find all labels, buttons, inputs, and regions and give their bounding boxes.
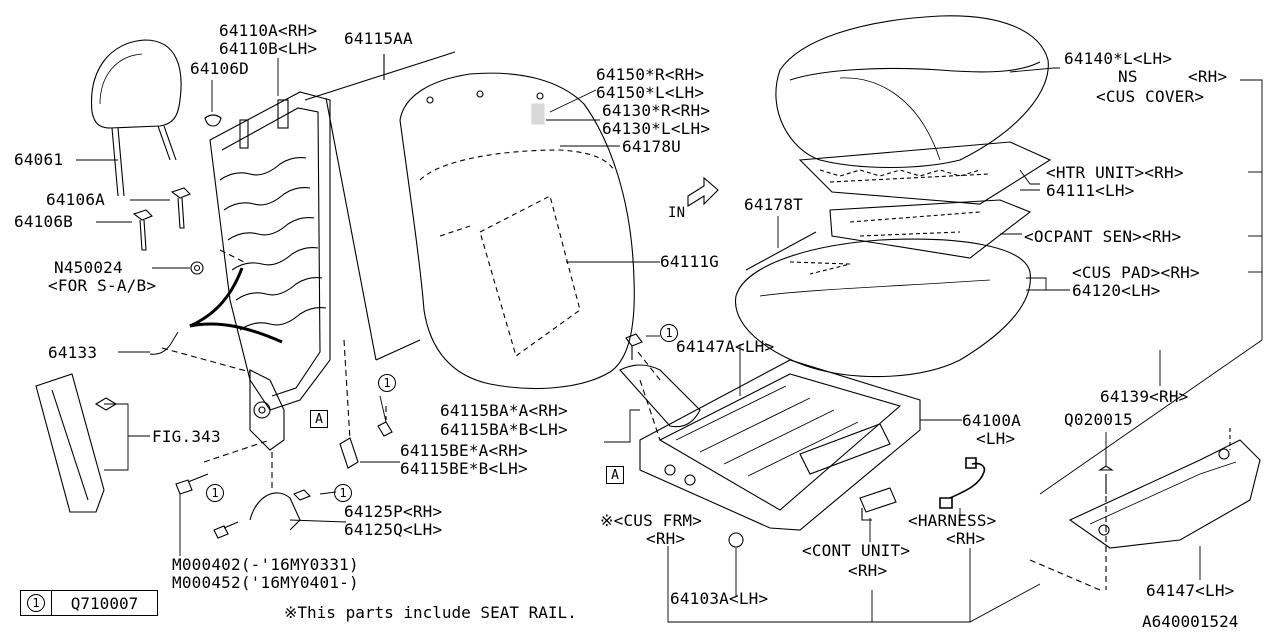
label-m000452: M000452('16MY0401-)	[172, 573, 359, 592]
side-shield-drawing	[1068, 439, 1261, 549]
wire-drawing	[149, 331, 179, 355]
bracket-64115be-drawing	[339, 437, 359, 469]
label-64140l: 64140*L<LH>	[1064, 49, 1173, 68]
in-arrow-shape	[687, 176, 719, 207]
label-64120: 64120<LH>	[1072, 281, 1161, 300]
guide-clip-drawing	[170, 187, 191, 229]
label-fig343: FIG.343	[152, 427, 221, 446]
label-64061: 64061	[14, 150, 64, 169]
label-ns-rh: <RH>	[1188, 67, 1228, 86]
side-trim-drawing	[35, 373, 105, 513]
screw-q020015-drawing	[1098, 465, 1114, 494]
label-cus-frm: ※<CUS FRM>	[600, 511, 703, 530]
control-unit-drawing	[859, 487, 897, 521]
label-64115aa: 64115AA	[344, 29, 413, 48]
diagram-id: A640001524	[1142, 612, 1239, 631]
label-cus-cover: <CUS COVER>	[1096, 87, 1205, 106]
guide-clip-lock-drawing	[132, 209, 153, 251]
label-ocpant-sen: <OCPANT SEN><RH>	[1024, 227, 1182, 246]
label-64100a: 64100A	[962, 411, 1021, 430]
leader-lines	[76, 58, 1263, 623]
harness-drawing	[939, 457, 986, 509]
label-64100a-lh: <LH>	[976, 429, 1016, 448]
airbag-direction-arrow	[189, 267, 283, 344]
label-64106d: 64106D	[190, 59, 249, 78]
label-n450024: N450024	[54, 258, 123, 277]
callout-circle-1: 1	[660, 324, 678, 342]
label-64110b: 64110B<LH>	[219, 39, 318, 58]
label-64110a: 64110A<RH>	[219, 21, 318, 40]
dashed-guides	[161, 249, 661, 490]
label-cont-unit: <CONT UNIT>	[802, 541, 911, 560]
label-64103a: 64103A<LH>	[670, 589, 769, 608]
cushion-frame-drawing	[619, 359, 921, 548]
legend-part-number: Q710007	[70, 593, 139, 613]
nut-drawing	[190, 261, 204, 275]
label-q020015: Q020015	[1064, 410, 1133, 429]
label-cus-pad: <CUS PAD><RH>	[1072, 263, 1200, 282]
label-64139: 64139<RH>	[1100, 387, 1189, 406]
label-64115ba-b: 64115BA*B<LH>	[440, 420, 568, 439]
label-64125q: 64125Q<LH>	[344, 520, 443, 539]
label-64106b: 64106B	[14, 212, 73, 231]
label-64130l: 64130*L<LH>	[602, 119, 711, 138]
label-for-sab: <FOR S-A/B>	[48, 276, 157, 295]
legend-box: 1 Q710007	[20, 590, 158, 616]
callout-circle-1: 1	[206, 484, 224, 502]
reference-box-a: A	[310, 410, 328, 428]
label-harness: <HARNESS>	[908, 511, 997, 530]
label-64115be-a: 64115BE*A<RH>	[400, 441, 528, 460]
heater-unit-drawing	[798, 141, 1052, 205]
cushion-pad-drawing	[735, 231, 1031, 378]
in-arrow-label: IN	[668, 205, 686, 221]
label-cus-frm-rh: <RH>	[646, 529, 686, 548]
label-cont-unit-rh: <RH>	[848, 561, 888, 580]
label-64115be-b: 64115BE*B<LH>	[400, 459, 528, 478]
label-64147a: 64147A<LH>	[676, 337, 775, 356]
label-64150l: 64150*L<LH>	[596, 83, 705, 102]
bolt-m000402-drawing	[175, 473, 209, 495]
label-64178t: 64178T	[744, 195, 803, 214]
label-64106a: 64106A	[46, 190, 105, 209]
occupant-sensor-drawing	[829, 199, 1032, 259]
callout-circle-1: 1	[334, 484, 352, 502]
headrest-drawing	[90, 39, 182, 197]
label-64125p: 64125P<RH>	[344, 502, 443, 521]
seat-rail-note: ※This parts include SEAT RAIL.	[284, 603, 577, 622]
bracket-64125-drawing	[249, 492, 301, 531]
backrest-cover-drawing	[399, 72, 635, 389]
label-64130r: 64130*R<RH>	[602, 101, 711, 120]
cushion-cover-drawing	[775, 15, 1049, 169]
label-ns: NS	[1118, 67, 1138, 86]
label-64147: 64147<LH>	[1146, 581, 1235, 600]
label-64111g: 64111G	[660, 252, 719, 271]
label-m000402: M000402(-'16MY0331)	[172, 555, 359, 574]
backrest-frame-drawing	[209, 91, 331, 451]
callout-circle-1: 1	[378, 374, 396, 392]
label-64111: 64111<LH>	[1046, 181, 1135, 200]
legend-symbol: 1	[27, 594, 45, 612]
label-64150r: 64150*R<RH>	[596, 65, 705, 84]
label-64178u: 64178U	[622, 137, 681, 156]
reference-box-a: A	[606, 466, 624, 484]
label-64133: 64133	[48, 343, 98, 362]
label-harness-rh: <RH>	[946, 529, 986, 548]
label-htr-unit: <HTR UNIT><RH>	[1046, 163, 1184, 182]
label-64115ba-a: 64115BA*A<RH>	[440, 401, 568, 420]
bolt-small-drawing	[213, 521, 239, 539]
screw-64147a-drawing	[625, 333, 643, 360]
grommet-drawing	[204, 114, 222, 127]
